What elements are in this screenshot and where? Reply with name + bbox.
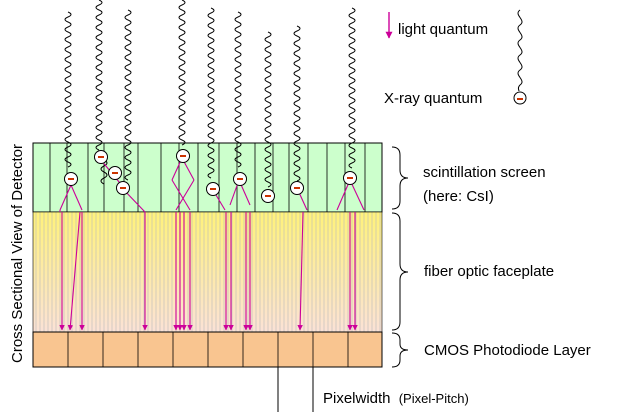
xray-wave	[234, 11, 242, 168]
electron-circle-icon	[64, 172, 78, 186]
fiber-optic-faceplate-layer	[33, 212, 382, 332]
cmos-pixel-dividers	[67, 332, 349, 367]
electron-circle-icon	[206, 182, 220, 196]
xray-wave	[348, 7, 356, 169]
pixelwidth-marker	[277, 367, 314, 412]
cmos-photodiode-layer	[32, 331, 383, 368]
scintillation-material-label: (here: CsI)	[423, 188, 494, 205]
xray-wave	[207, 7, 215, 179]
light-ray	[70, 184, 83, 211]
brace-icons	[391, 146, 409, 368]
light-ray	[59, 184, 72, 211]
xray-wave	[64, 11, 72, 168]
light-ray	[349, 179, 365, 211]
interaction-points	[64, 149, 357, 203]
scintillation-screen-layer	[32, 142, 383, 213]
electron-circle-icon	[233, 172, 247, 186]
light-ray	[67, 211, 81, 331]
electron-circle-icon	[290, 181, 304, 195]
light-ray	[297, 211, 304, 331]
cmos-brace-icon	[391, 332, 409, 368]
fiber-brace-icon	[391, 212, 409, 331]
cmos-layer-label: CMOS Photodiode Layer	[424, 342, 591, 359]
scintillation-screen-label: scintillation screen	[423, 164, 546, 181]
xray-wave	[293, 25, 301, 182]
light-ray	[175, 179, 195, 211]
xray-wave	[124, 9, 132, 181]
xray-legend-electron-icon	[513, 91, 527, 105]
vertical-title: Cross Sectional View of Detector	[9, 144, 26, 363]
electron-circle-icon	[94, 150, 108, 164]
electron-circle-icon	[116, 181, 130, 195]
electron-circle-icon	[261, 189, 275, 203]
xray-quantum-label: X-ray quantum	[384, 90, 482, 107]
electron-circle-icon	[176, 149, 190, 163]
xray-legend-wavy-icon	[517, 9, 523, 92]
light-quantum-label: light quantum	[398, 21, 488, 38]
xray-coil	[100, 159, 108, 185]
xray-wave	[178, 0, 186, 146]
xray-wave	[95, 0, 103, 151]
pixelwidth-label: Pixelwidth (Pixel-Pitch)	[323, 390, 469, 407]
pixelwidth-main-text: Pixelwidth	[323, 390, 391, 407]
electron-circle-icon	[343, 171, 357, 185]
xray-wave	[264, 31, 272, 188]
legend: light quantum X-ray quantum	[384, 9, 527, 107]
pixelwidth-paren-text: (Pixel-Pitch)	[399, 391, 469, 406]
electron-circle-icon	[108, 166, 122, 180]
scintillation-brace-icon	[391, 146, 409, 210]
fiber-optic-label: fiber optic faceplate	[424, 263, 554, 280]
light-ray	[171, 179, 191, 211]
xray-quanta	[64, 0, 356, 188]
light-ray	[336, 179, 351, 211]
